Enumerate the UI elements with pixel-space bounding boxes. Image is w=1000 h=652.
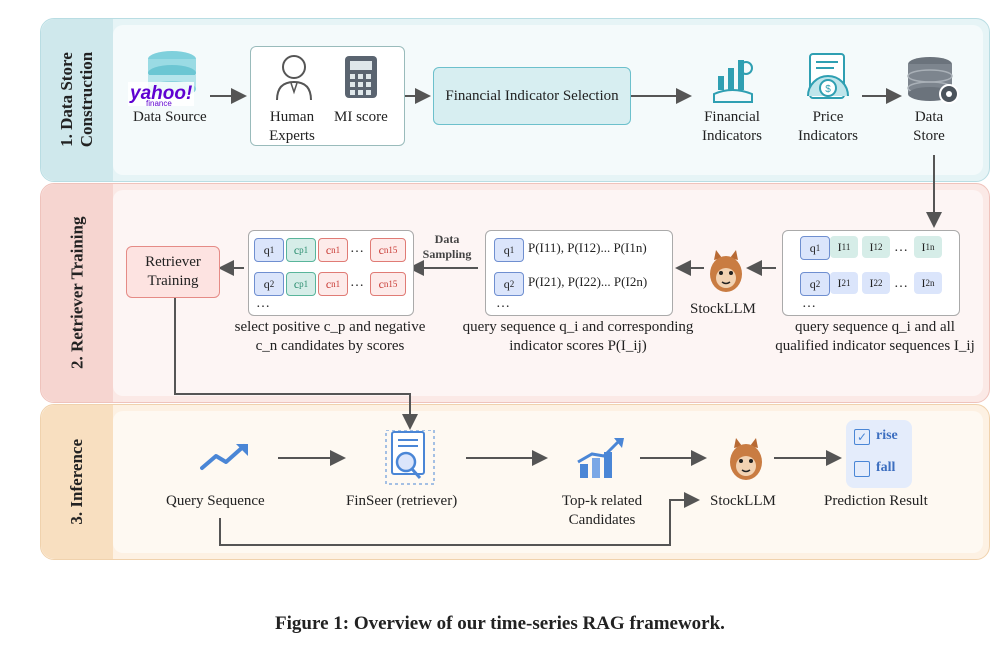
data-store-icon bbox=[907, 57, 959, 104]
ellipsis-col-mid: … bbox=[496, 296, 510, 311]
fall-checkbox bbox=[854, 461, 870, 477]
indicator-selection-box: Financial Indicator Selection bbox=[433, 67, 631, 125]
fall-label: fall bbox=[876, 460, 896, 475]
caption-mid-label: query sequence q_i and corresponding ind… bbox=[462, 319, 694, 354]
caption-left-label: select positive c_p and negative c_n can… bbox=[234, 319, 426, 354]
person-icon bbox=[276, 55, 312, 101]
ellipsis-col-left: … bbox=[256, 296, 270, 311]
ellipsis-right-row1: … bbox=[894, 240, 908, 255]
arrow-query-to-stockllm bbox=[219, 492, 700, 546]
yahoo-logo: yahoo! bbox=[128, 82, 195, 106]
financial-indicators-label: Financial Indicators bbox=[702, 109, 762, 144]
ellipsis-row2: … bbox=[350, 275, 364, 290]
stage-3-side bbox=[41, 405, 113, 559]
figure-caption: Figure 1: Overview of our time-series RA… bbox=[275, 613, 725, 634]
llama-icon-inference bbox=[730, 438, 762, 480]
finance-logo-text: finance bbox=[146, 99, 172, 108]
ellipsis-right-row2: … bbox=[894, 276, 908, 291]
mid-row1-scores: P(I11), P(I12)... P(I1n) bbox=[528, 240, 647, 255]
llama-icon bbox=[710, 250, 742, 292]
price-gauge-icon: $ bbox=[807, 53, 849, 99]
mi-score-label: MI score bbox=[334, 109, 388, 125]
trend-arrow-icon bbox=[200, 444, 248, 470]
stockllm-label-row3: StockLLM bbox=[710, 493, 776, 509]
rise-checkbox: ✓ bbox=[854, 429, 870, 445]
indicator-selection-label: Financial Indicator Selection bbox=[445, 87, 619, 104]
stage-3-band: 3. Inference bbox=[40, 404, 990, 560]
ellipsis-row1: … bbox=[350, 241, 364, 256]
retriever-training-box: Retriever Training bbox=[126, 246, 220, 298]
mid-row2-scores: P(I21), P(I22)... P(I2n) bbox=[528, 274, 648, 289]
svg-text:$: $ bbox=[825, 84, 831, 95]
data-store-label: Data Store bbox=[913, 109, 945, 144]
prediction-result-label: Prediction Result bbox=[824, 493, 928, 509]
data-sampling-label: Data Sampling bbox=[422, 232, 472, 261]
finseer-label: FinSeer (retriever) bbox=[346, 493, 458, 509]
ellipsis-col-right: … bbox=[802, 296, 816, 311]
caption-right-label: query sequence q_i and all qualified ind… bbox=[775, 319, 975, 354]
price-indicators-label: Price Indicators bbox=[798, 109, 858, 144]
topk-label: Top-k related Candidates bbox=[561, 493, 643, 528]
query-sequence-label: Query Sequence bbox=[166, 493, 265, 509]
human-experts-label: Human Experts bbox=[269, 109, 315, 144]
data-source-label: Data Source bbox=[133, 109, 207, 125]
rise-label: rise bbox=[876, 428, 898, 443]
stage-1-side bbox=[41, 19, 113, 181]
stage-3-panel bbox=[113, 411, 983, 553]
stage-2-side bbox=[41, 184, 113, 402]
rising-bars-icon bbox=[577, 438, 624, 478]
document-search-icon bbox=[385, 430, 435, 485]
retriever-training-label: Retriever Training bbox=[145, 254, 201, 289]
calculator-icon bbox=[345, 56, 377, 98]
stockllm-label-row2: StockLLM bbox=[690, 301, 756, 317]
experts-box bbox=[250, 46, 405, 146]
arrow-retriever-to-finseer bbox=[174, 296, 418, 430]
financial-chart-icon bbox=[713, 60, 753, 103]
